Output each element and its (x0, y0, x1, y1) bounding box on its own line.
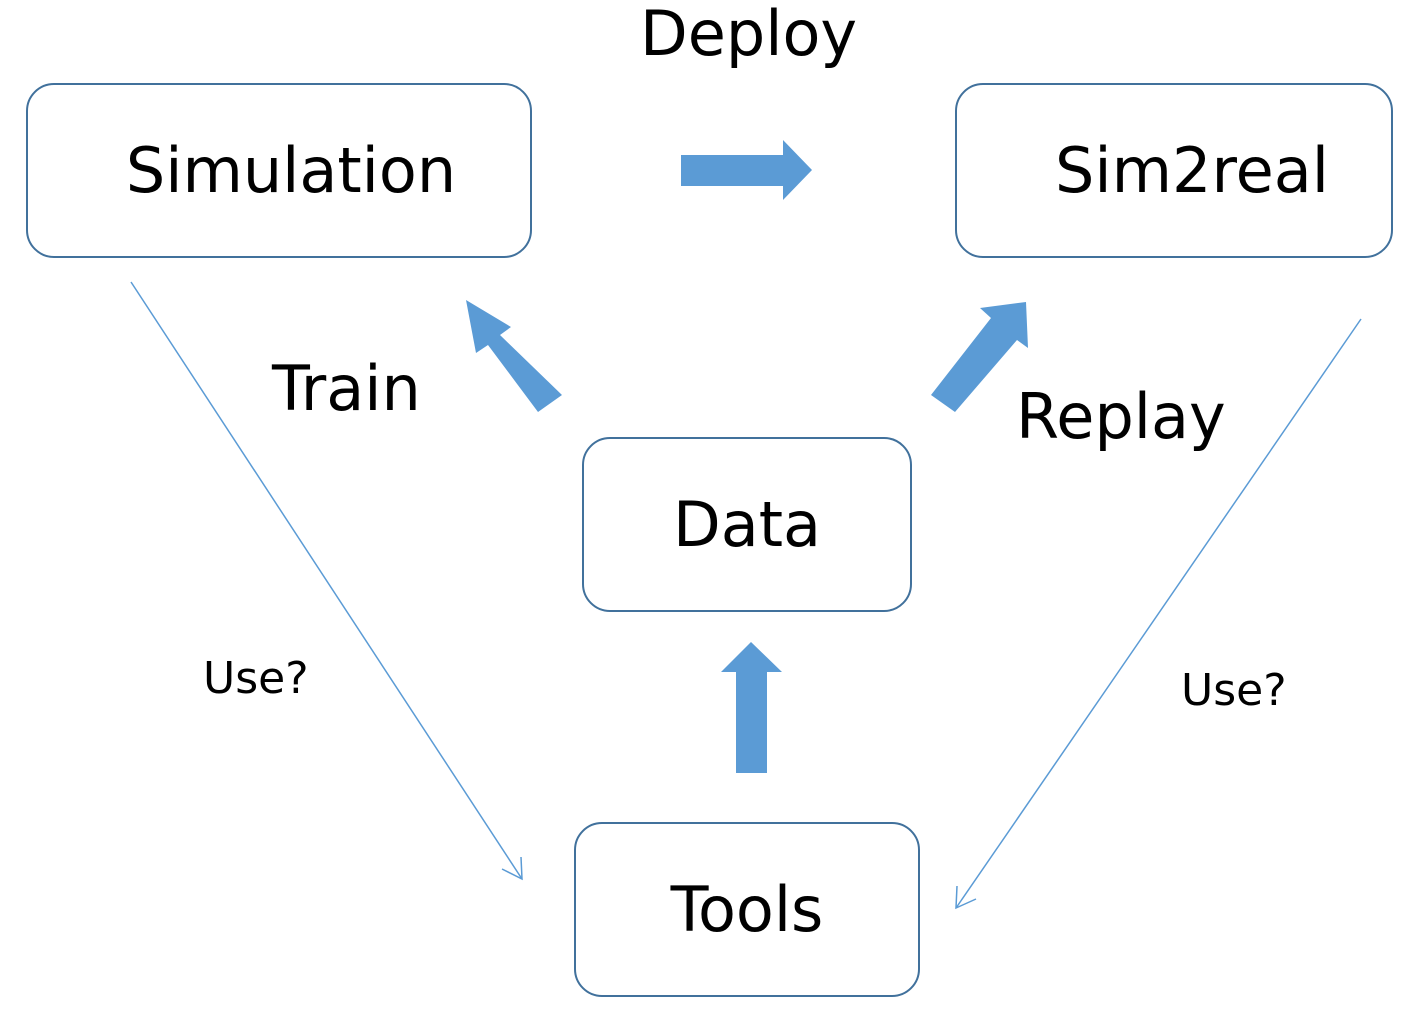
tools-to-data-arrow (721, 642, 782, 773)
use-left-arrow-head (501, 856, 523, 881)
data-label: Data (672, 487, 822, 561)
simulation-label: Simulation (125, 133, 457, 207)
replay-arrow (931, 302, 1028, 412)
use-right-arrow-head (955, 885, 977, 910)
use-right-arrow-line (955, 318, 1362, 909)
train-label: Train (272, 352, 421, 425)
simulation-node: Simulation (26, 83, 532, 258)
tools-label: Tools (670, 872, 824, 946)
sim2real-label: Sim2real (1055, 133, 1329, 207)
use-right-label: Use? (1181, 665, 1287, 716)
tools-node: Tools (574, 822, 920, 997)
deploy-arrow (681, 140, 812, 200)
data-node: Data (582, 437, 912, 612)
sim2real-node: Sim2real (955, 83, 1393, 258)
use-left-arrow-line (130, 281, 523, 880)
use-left-label: Use? (203, 653, 309, 704)
deploy-label: Deploy (640, 0, 858, 70)
replay-label: Replay (1016, 380, 1226, 453)
train-arrow (466, 300, 562, 412)
